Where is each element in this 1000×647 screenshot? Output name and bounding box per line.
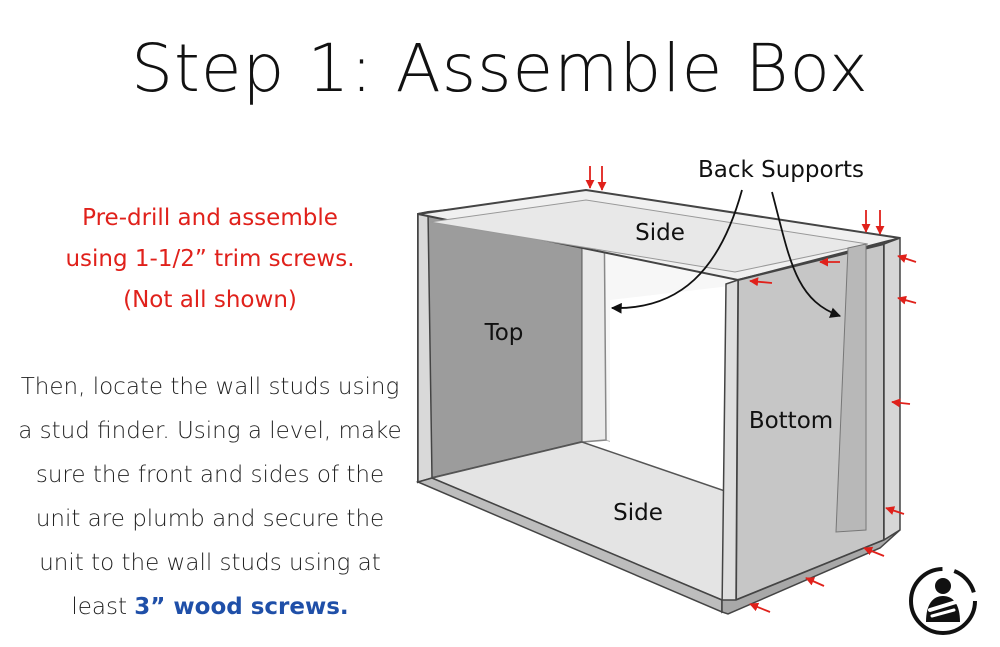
predrill-line: Pre-drill and assemble bbox=[82, 205, 338, 231]
screw-arrow bbox=[885, 506, 905, 515]
label-back-supports: Back Supports bbox=[698, 157, 864, 183]
instruction-line: unit are plumb and secure the bbox=[35, 506, 385, 532]
label-side-bottom: Side bbox=[613, 500, 663, 526]
instruction-line-last: least 3” wood screws. bbox=[10, 585, 410, 629]
label-top: Top bbox=[484, 320, 524, 346]
predrill-line: (Not all shown) bbox=[123, 287, 297, 313]
bottom-panel-back-edge bbox=[883, 236, 901, 542]
instruction-line: Then, locate the wall studs using bbox=[20, 374, 400, 400]
right-back-support bbox=[835, 243, 867, 533]
screw-arrow bbox=[863, 546, 885, 557]
screw-arrow bbox=[897, 295, 917, 305]
label-bottom: Bottom bbox=[749, 408, 833, 434]
callout-arrow-left-support bbox=[610, 189, 743, 314]
instructions-text: Then, locate the wall studs using a stud… bbox=[10, 365, 410, 629]
bottom-rim bbox=[721, 529, 901, 615]
instruction-line: sure the front and sides of the bbox=[35, 462, 385, 488]
page-title: Step 1: Assemble Box bbox=[131, 30, 869, 107]
instruction-line: a stud finder. Using a level, make bbox=[18, 418, 402, 444]
side-top-panel-inner bbox=[429, 199, 869, 273]
callout-arrow-right-support bbox=[771, 191, 842, 318]
screw-arrow bbox=[805, 577, 825, 587]
wood-screws-highlight: 3” wood screws. bbox=[134, 594, 349, 620]
screw-arrow bbox=[749, 602, 771, 613]
screw-arrows bbox=[585, 166, 917, 613]
screw-arrow bbox=[749, 277, 773, 287]
instruction-line: unit to the wall studs using at bbox=[39, 550, 381, 576]
label-side-top: Side bbox=[635, 220, 685, 246]
instruction-prefix: least bbox=[71, 594, 135, 620]
screw-arrow bbox=[897, 254, 917, 263]
screw-arrow bbox=[891, 398, 911, 408]
woodworker-logo-icon bbox=[909, 567, 977, 635]
predrill-line: using 1-1/2” trim screws. bbox=[65, 246, 355, 272]
back-opening bbox=[610, 286, 730, 510]
predrill-note: Pre-drill and assemble using 1-1/2” trim… bbox=[20, 198, 400, 321]
